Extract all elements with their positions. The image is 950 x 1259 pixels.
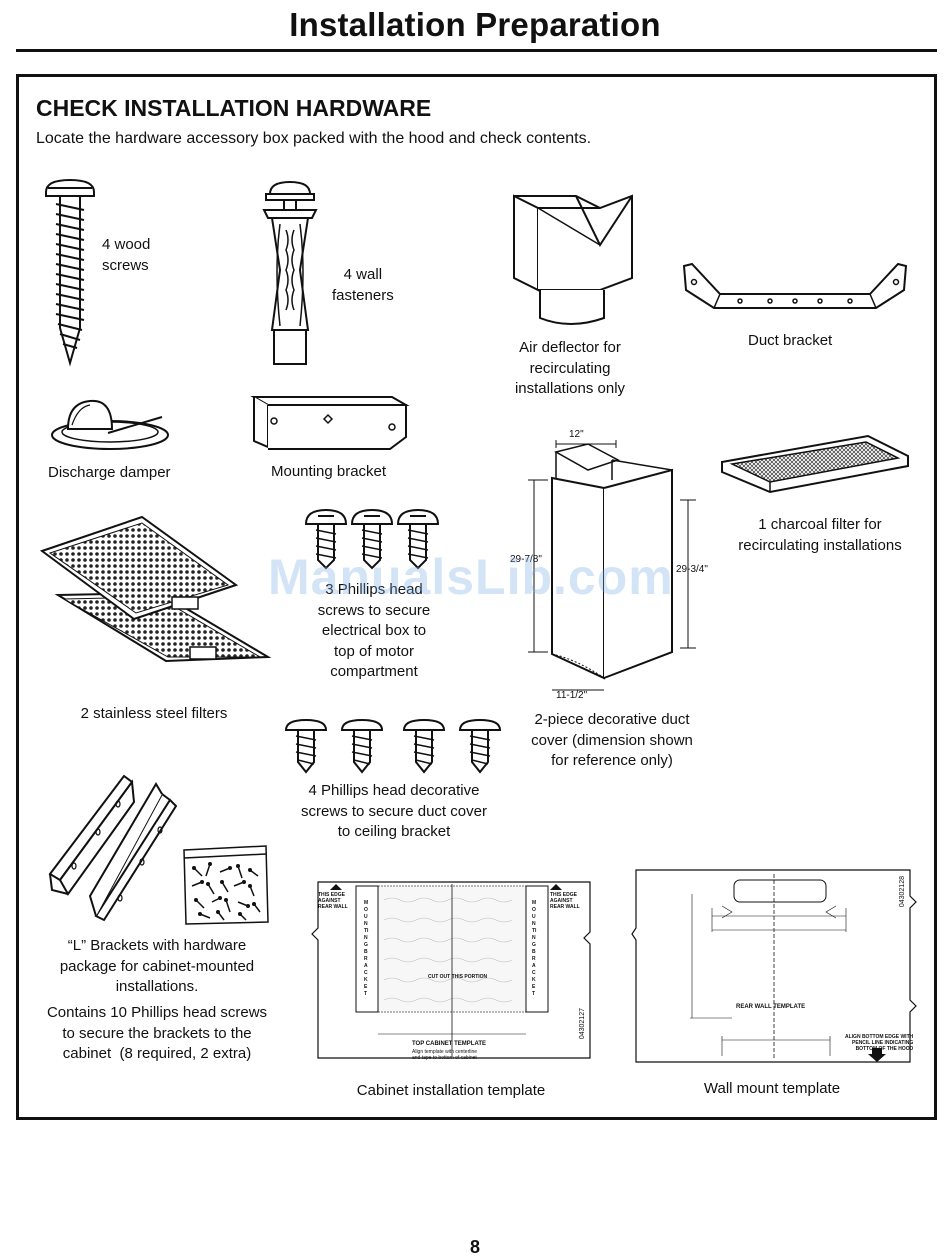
charcoal-filter-caption: 1 charcoal filter for recirculating inst… [738, 516, 902, 554]
duct-cover-illustration [528, 440, 696, 691]
stainless-filters-caption: 2 stainless steel filters [80, 705, 228, 722]
wall-template-caption: Wall mount template [703, 1080, 841, 1097]
dim-width-bottom: 11-1/2" [556, 690, 588, 701]
wall-template-note: ALIGN BOTTOM EDGE WITH PENCIL LINE INDIC… [845, 1034, 914, 1052]
section-heading: CHECK INSTALLATION HARDWARE [36, 95, 432, 121]
cabinet-edge-note-left: THIS EDGE AGAINST REAR WALL [318, 892, 348, 910]
cabinet-bracket-label-left: MOUNTING BRACKET [364, 900, 369, 997]
duct-cover-caption: 2-piece decorative duct cover (dimension… [531, 711, 693, 769]
cabinet-edge-note-right: THIS EDGE AGAINST REAR WALL [550, 892, 580, 910]
wall-template-title: REAR WALL TEMPLATE [736, 1004, 806, 1010]
wall-template-code: 04302128 [899, 876, 906, 908]
cabinet-template-title: TOP CABINET TEMPLATE [412, 1041, 487, 1047]
cabinet-cut-out-label: CUT OUT THIS PORTION [428, 974, 488, 980]
intro-text: Locate the hardware accessory box packed… [36, 130, 592, 147]
wall-fasteners-caption: 4 wall fasteners [332, 266, 394, 304]
stainless-filters-illustration [39, 515, 272, 663]
discharge-damper-caption: Discharge damper [48, 464, 171, 481]
title-rule [16, 49, 937, 52]
cabinet-bracket-label-right: MOUNTING BRACKET [532, 900, 537, 997]
wood-screws-caption: 4 wood screws [102, 236, 151, 274]
discharge-damper-illustration [51, 399, 169, 450]
l-brackets-contents-caption: Contains 10 Phillips head screws to secu… [46, 1004, 268, 1062]
cabinet-template-caption: Cabinet installation template [356, 1082, 546, 1099]
air-deflector-illustration [513, 194, 633, 325]
dim-height-left: 29-7/8" [510, 554, 542, 565]
content-frame [16, 74, 937, 1120]
wood-screw-illustration [45, 178, 95, 367]
l-brackets-caption: “L” Brackets with hardware package for c… [59, 937, 255, 995]
decorative-screws-illustration [284, 718, 502, 774]
duct-bracket-illustration [682, 262, 908, 309]
dim-height-right: 29-3/4" [676, 564, 708, 575]
page-title: Installation Preparation [289, 6, 661, 43]
mounting-bracket-caption: Mounting bracket [271, 463, 387, 480]
cabinet-template-code: 04302127 [579, 1008, 586, 1040]
l-brackets-illustration [48, 774, 178, 922]
cabinet-template-illustration [311, 881, 591, 1059]
duct-bracket-caption: Duct bracket [748, 332, 833, 349]
charcoal-filter-illustration [721, 434, 909, 494]
wall-fastener-illustration [262, 180, 318, 365]
page-number: 8 [469, 1237, 480, 1257]
mounting-bracket-illustration [250, 396, 410, 450]
watermark: ManualsLib.com [268, 549, 674, 605]
wall-template-illustration [631, 869, 917, 1063]
phillips-screws-caption: 3 Phillips head screws to secure electri… [317, 581, 431, 680]
air-deflector-caption: Air deflector for recirculating installa… [514, 339, 626, 397]
decorative-screws-caption: 4 Phillips head decorative screws to sec… [301, 782, 487, 840]
cabinet-template-subtitle: Align template with centerline and tape … [412, 1049, 478, 1061]
hardware-bag-illustration [183, 845, 269, 925]
dim-width-top: 12" [569, 429, 584, 440]
phillips-screws-illustration [304, 508, 440, 570]
